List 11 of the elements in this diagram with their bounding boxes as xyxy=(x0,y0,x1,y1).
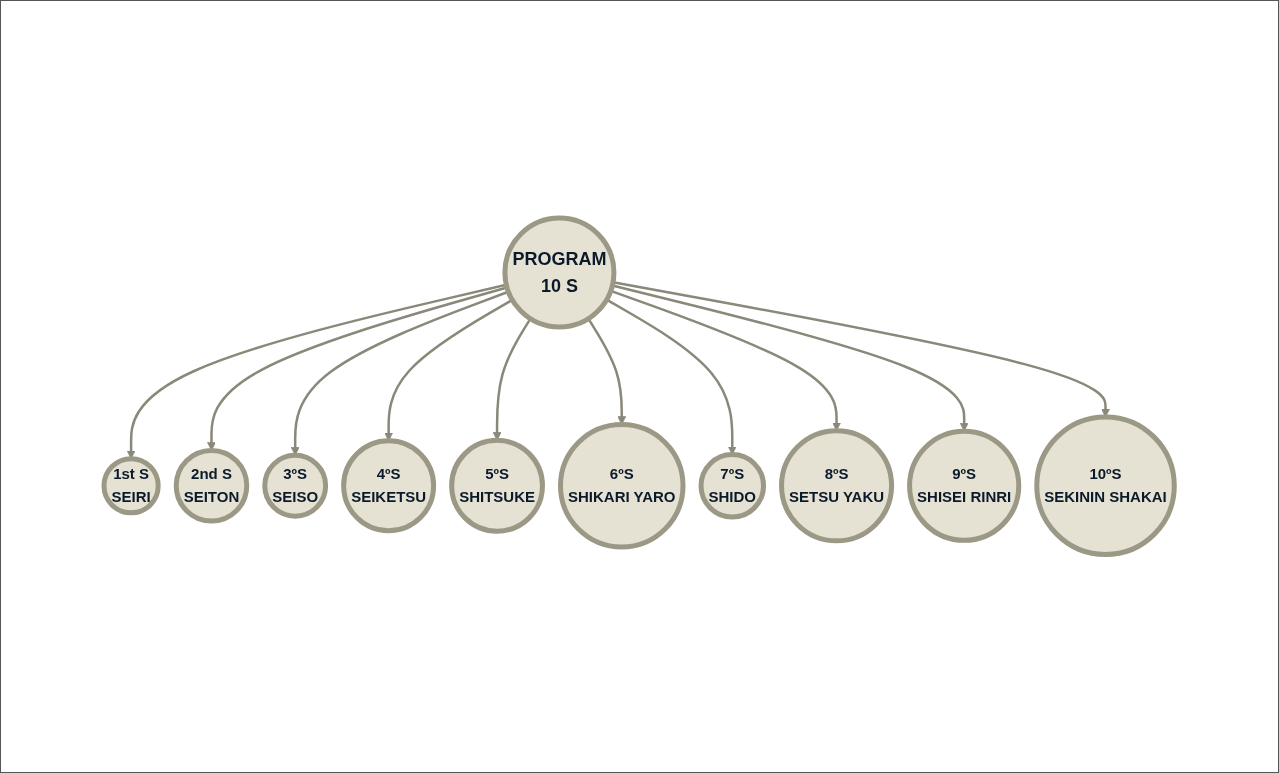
node-circle: 4ºS SEIKETSU xyxy=(341,438,437,534)
node-circle: 2nd S SEITON xyxy=(174,448,250,524)
node-circle: 6ºS SHIKARI YARO xyxy=(558,422,686,550)
node-circle: 10ºS SEKININ SHAKAI xyxy=(1034,414,1178,558)
node-circle: 9ºS SHISEI RINRI xyxy=(907,428,1022,544)
node-circle: PROGRAM 10 S xyxy=(502,215,617,330)
node-circle: 5ºS SHITSUKE xyxy=(449,438,546,534)
node-circle: 1st S SEIRI xyxy=(101,456,162,516)
node-circle: 7ºS SHIDO xyxy=(698,452,767,520)
node-circle: 3ºS SEISO xyxy=(262,453,329,519)
node-circle: 8ºS SETSU YAKU xyxy=(779,428,895,544)
